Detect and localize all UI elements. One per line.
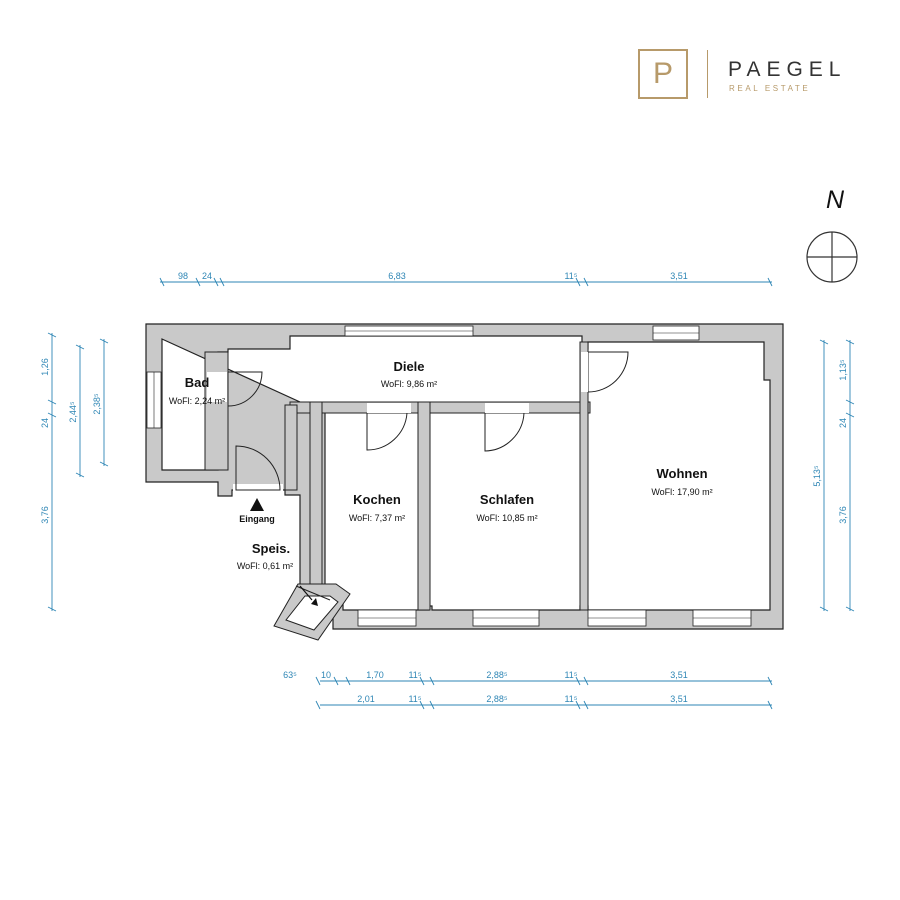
room-diele-area: WoFl: 9,86 m² [381, 379, 437, 389]
speis-arrow-icon [299, 585, 313, 601]
room-diele-name: Diele [393, 359, 424, 374]
room-wohnen-name: Wohnen [656, 466, 707, 481]
dim-bottom2-3: 11⁵ [564, 694, 577, 704]
brand-tagline: REAL ESTATE [729, 84, 811, 93]
dim-top-0: 98 [178, 271, 188, 281]
room-labels: Bad WoFl: 2,24 m² Diele WoFl: 9,86 m² Ko… [169, 359, 713, 571]
compass-icon [806, 231, 858, 283]
dim-left-inner-1: 2,38⁵ [92, 393, 102, 415]
dim-bottom1-6: 3,51 [670, 670, 688, 680]
dim-left-outer-2: 3,76 [40, 506, 50, 524]
dim-bottom2-4: 3,51 [670, 694, 688, 704]
dim-top-1: 24 [202, 271, 212, 281]
dim-bottom1-0: 63⁵ [283, 670, 297, 680]
logo-letter: P [652, 57, 673, 90]
room-speis-name: Speis. [252, 541, 290, 556]
logo-mark: P [638, 49, 688, 99]
dim-bottom1-2: 1,70 [366, 670, 384, 680]
entrance-arrow-icon [250, 498, 264, 511]
dim-bottom2-0: 2,01 [357, 694, 375, 704]
room-schlafen-name: Schlafen [480, 492, 534, 507]
north-label: N [826, 186, 845, 214]
dim-top-4: 3,51 [670, 271, 688, 281]
dim-top-3: 11⁵ [564, 271, 577, 281]
dim-bottom1-3: 11⁵ [408, 670, 421, 680]
room-schlafen-area: WoFl: 10,85 m² [476, 513, 537, 523]
dim-left-outer-1: 24 [40, 418, 50, 428]
dim-right-outer-2: 3,76 [838, 506, 848, 524]
dimension-labels: 98 24 6,83 11⁵ 3,51 63⁵ 10 1,70 11⁵ 2,88… [40, 271, 848, 704]
dim-bottom2-2: 2,88⁵ [486, 694, 508, 704]
dim-bottom1-5: 11⁵ [564, 670, 577, 680]
dim-bottom1-4: 2,88⁵ [486, 670, 508, 680]
room-bad-area: WoFl: 2,24 m² [169, 396, 225, 406]
dim-bottom2-1: 11⁵ [408, 694, 421, 704]
room-speis-area: WoFl: 0,61 m² [237, 561, 293, 571]
door-openings [207, 352, 588, 498]
dim-left-outer-0: 1,26 [40, 358, 50, 376]
room-kochen-area: WoFl: 7,37 m² [349, 513, 405, 523]
walls [145, 323, 784, 641]
room-bad-name: Bad [185, 375, 210, 390]
dim-left-inner-0: 2,44⁵ [68, 401, 78, 423]
window-glazing [153, 330, 751, 619]
brand-name: PAEGEL [728, 58, 847, 81]
room-kochen-name: Kochen [353, 492, 401, 507]
dim-right-inner-0: 5,13⁵ [812, 465, 822, 487]
speis-arrow-head-icon [311, 598, 318, 606]
entrance-label: Eingang [239, 514, 275, 524]
dimension-ticks [47, 277, 855, 710]
dim-right-outer-1: 24 [838, 418, 848, 428]
dim-bottom1-1: 10 [321, 670, 331, 680]
room-wohnen-area: WoFl: 17,90 m² [651, 487, 712, 497]
dim-right-outer-0: 1,13⁵ [838, 359, 848, 381]
dimension-lines [51, 281, 851, 706]
logo-divider [707, 50, 708, 98]
dim-top-2: 6,83 [388, 271, 406, 281]
